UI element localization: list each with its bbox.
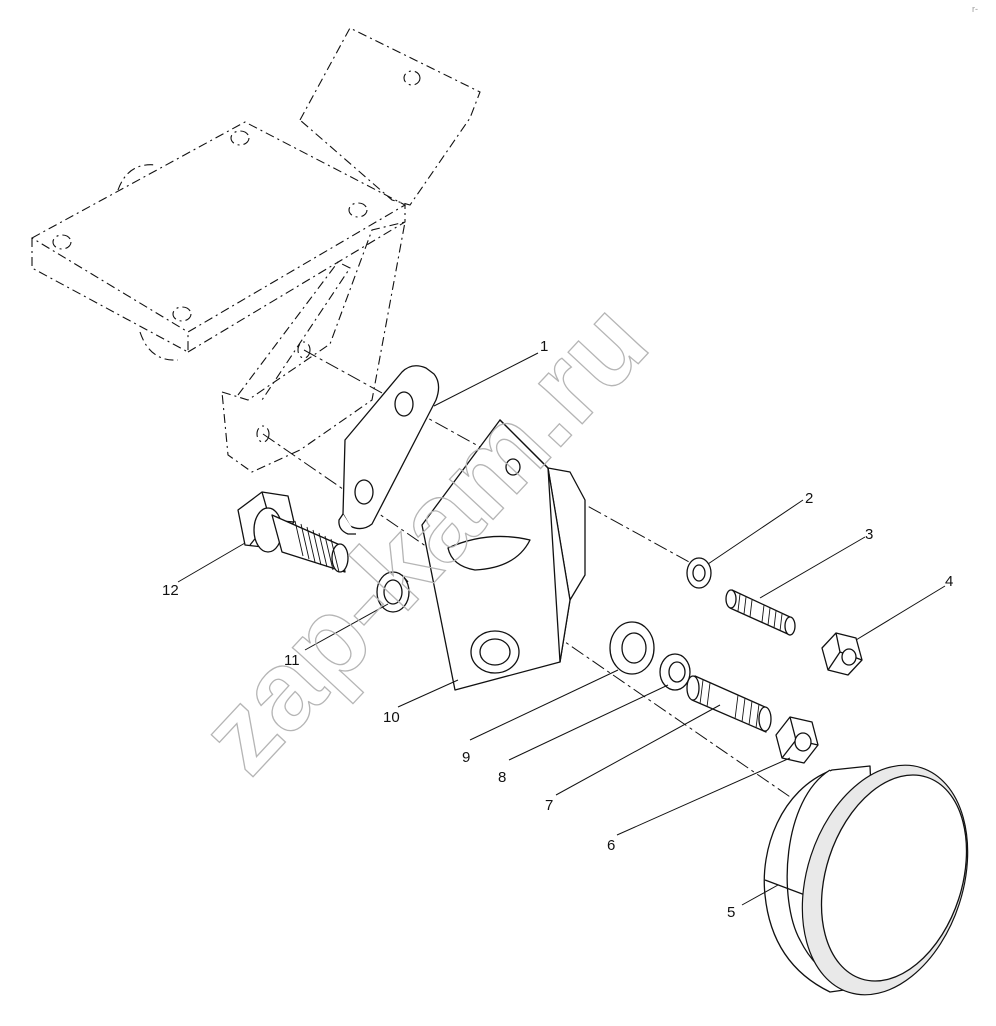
callout-7: 7 [545, 797, 553, 814]
stud-7-thread-lines [699, 679, 760, 729]
callout-4: 4 [945, 573, 953, 590]
part-6-nut [775, 716, 819, 764]
stud-3-thread-lines [737, 593, 783, 632]
part-10-main-bracket [421, 419, 586, 691]
callout-1: 1 [540, 338, 548, 355]
callout-labels: 1 2 3 4 5 6 7 8 9 10 11 12 [162, 338, 953, 921]
leader-lines [177, 352, 946, 906]
part-5-cap [763, 764, 969, 996]
callout-9: 9 [462, 749, 470, 766]
part-1-gasket-plate [338, 365, 440, 535]
bolt-thread-lines [294, 520, 340, 573]
callout-10: 10 [383, 709, 400, 726]
callout-12: 12 [162, 582, 179, 599]
part-11-lock-washer [376, 571, 410, 613]
part-12-bolt [237, 491, 349, 573]
callout-11: 11 [284, 652, 300, 669]
part-3-stud [725, 589, 796, 636]
part-7-stud [686, 675, 772, 733]
callout-3: 3 [865, 526, 873, 543]
callout-5: 5 [727, 904, 735, 921]
corner-mark: r- [972, 4, 978, 14]
callout-8: 8 [498, 769, 506, 786]
part-9-flat-washer [609, 621, 655, 675]
callout-2: 2 [805, 490, 813, 507]
part-8-washer [659, 653, 691, 691]
mounting-bracket-outline [30, 27, 481, 473]
part-2-lock-washer [686, 557, 712, 589]
callout-6: 6 [607, 837, 615, 854]
part-4-nut [821, 632, 863, 676]
